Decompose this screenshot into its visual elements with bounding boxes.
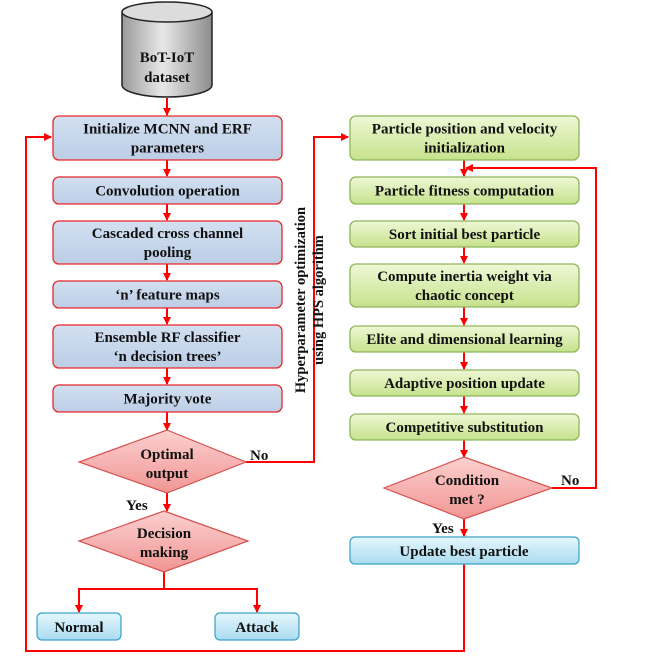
decision-label-1: Decision [137, 526, 192, 542]
left-box-conv: Convolution operation [52, 176, 283, 205]
right-box-label: initialization [424, 141, 505, 157]
update-best-label: Update best particle [399, 544, 528, 560]
dataset-cylinder: BoT-IoT dataset [121, 1, 213, 98]
hps-label-2: using HPS algorithm [311, 235, 327, 365]
right-box-label: Sort initial best particle [389, 227, 541, 243]
left-box-label: ‘n decision trees’ [113, 349, 221, 365]
left-box-label: Convolution operation [95, 184, 240, 200]
right-box-sort: Sort initial best particle [349, 220, 580, 248]
left-box-label: Majority vote [124, 392, 212, 408]
decision-decision-making: Decision making [77, 510, 250, 573]
normal-label: Normal [54, 620, 103, 636]
condition-label-1: Condition [435, 473, 500, 489]
left-box-label: parameters [131, 141, 204, 157]
left-box-label: ‘n’ feature maps [115, 288, 220, 304]
update-best-particle: Update best particle [349, 536, 580, 565]
left-box-fmaps: ‘n’ feature maps [52, 280, 283, 309]
condition-yes-label: Yes [432, 521, 454, 537]
left-box-label: Initialize MCNN and ERF [83, 122, 252, 138]
right-box-shape [349, 325, 580, 353]
right-box-shape [349, 176, 580, 205]
left-box-vote: Majority vote [52, 384, 283, 413]
left-box-shape [52, 220, 283, 265]
right-box-label: Elite and dimensional learning [366, 332, 563, 348]
right-box-shape [349, 369, 580, 397]
hps-vertical-label: Hyperparameter optimization using HPS al… [293, 207, 327, 393]
left-box-pool: Cascaded cross channel pooling [52, 220, 283, 265]
left-box-label: pooling [144, 245, 192, 261]
right-box-label: Competitive substitution [386, 420, 545, 436]
right-box-label: Compute inertia weight via [377, 269, 552, 285]
left-box-shape [52, 324, 283, 369]
attack-label: Attack [235, 620, 279, 636]
left-column: Initialize MCNN and ERF parametersConvolu… [52, 115, 283, 413]
arrow-update-loop [25, 133, 465, 652]
optimal-label-2: output [146, 466, 189, 482]
right-box-shape [349, 115, 580, 161]
right-box-inertia: Compute inertia weight via chaotic concep… [349, 263, 580, 308]
left-box-shape [52, 176, 283, 205]
right-box-elite: Elite and dimensional learning [349, 325, 580, 353]
optimal-yes-label: Yes [126, 498, 148, 514]
left-box-label: Ensemble RF classifier [94, 330, 240, 346]
left-box-shape [52, 115, 283, 161]
condition-no-label: No [561, 473, 579, 489]
left-box-shape [52, 280, 283, 309]
left-box-shape [52, 384, 283, 413]
right-box-shape [349, 220, 580, 248]
right-box-adapt: Adaptive position update [349, 369, 580, 397]
arrow-optimal-no [246, 133, 349, 463]
left-box-label: Cascaded cross channel [92, 226, 243, 242]
condition-label-2: met ? [449, 492, 484, 508]
left-box-erf: Ensemble RF classifier ‘n decision trees’ [52, 324, 283, 369]
right-box-shape [349, 413, 580, 441]
dataset-label-1: BoT-IoT [140, 50, 194, 66]
connectors [25, 98, 597, 652]
optimal-no-label: No [250, 448, 268, 464]
right-box-label: Particle fitness computation [375, 184, 555, 200]
decision-label-2: making [140, 545, 189, 561]
right-column: Particle position and velocity initializa… [349, 115, 580, 441]
optimal-label-1: Optimal [140, 447, 193, 463]
right-box-shape [349, 263, 580, 308]
right-box-pinit: Particle position and velocity initializa… [349, 115, 580, 161]
right-box-label: Particle position and velocity [372, 122, 558, 138]
right-box-label: Adaptive position update [384, 376, 545, 392]
output-attack: Attack [214, 612, 300, 641]
arrow-condition-no-loop [465, 164, 597, 489]
output-normal: Normal [36, 612, 122, 641]
left-box-init: Initialize MCNN and ERF parameters [52, 115, 283, 161]
dataset-label-2: dataset [144, 70, 190, 86]
right-box-label: chaotic concept [415, 288, 514, 304]
arrow-decision-split [75, 572, 165, 613]
right-box-fit: Particle fitness computation [349, 176, 580, 205]
hps-label-1: Hyperparameter optimization [293, 207, 309, 393]
decision-optimal-output: Optimal output [77, 429, 248, 494]
arrow-decision-attack [164, 588, 261, 613]
right-box-comp: Competitive substitution [349, 413, 580, 441]
decision-condition-met: Condition met ? [382, 456, 554, 520]
